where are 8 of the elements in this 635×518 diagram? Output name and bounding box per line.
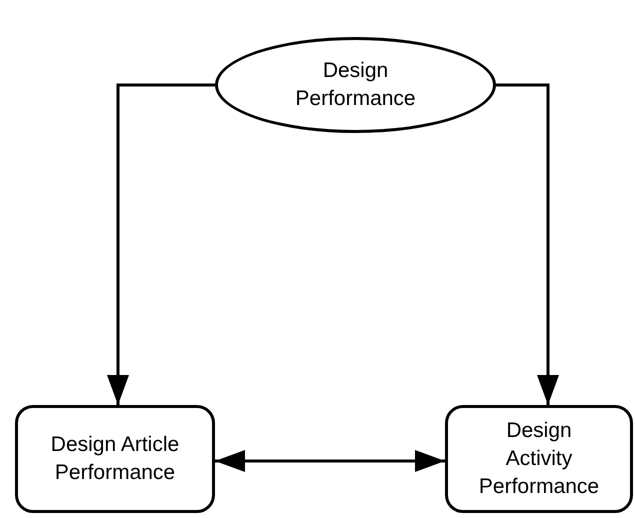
arrow — [215, 450, 445, 472]
node-label: Design Activity Performance — [478, 418, 600, 500]
arrow — [496, 84, 559, 405]
node-label: Design Performance — [294, 58, 417, 112]
rounded-box — [445, 405, 633, 513]
arrow — [107, 84, 215, 405]
rounded-box — [15, 405, 215, 513]
node-label: Design Article Performance — [50, 432, 180, 486]
